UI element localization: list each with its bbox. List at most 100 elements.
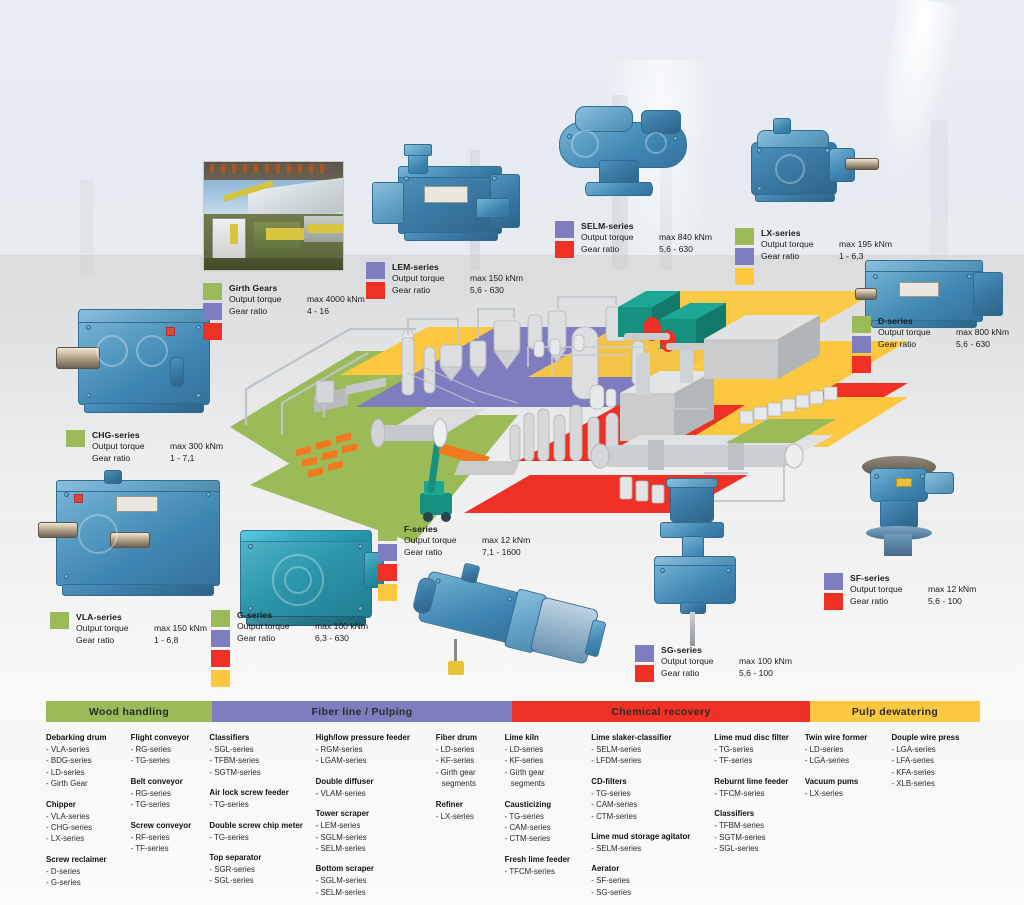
- table-column: Lime slaker-classifier- SELM-series- LFD…: [591, 732, 714, 905]
- table-group-item: - SGLM-series: [315, 876, 367, 886]
- table-group-item: - D-series: [46, 866, 81, 876]
- callout-swatches: [66, 430, 85, 450]
- table-group-item: - TG-series: [714, 745, 754, 754]
- product-photo-lem: [364, 144, 524, 260]
- table-group: Tower scraper- LEM-series- SGLM-series- …: [316, 808, 436, 854]
- callout-swatches: [366, 262, 385, 302]
- table-group-item: - KFA-series: [891, 767, 935, 777]
- callout-ratio-label: Gear ratio: [229, 305, 268, 316]
- table-group: Lime mud disc filter- TG-series- TF-seri…: [714, 732, 805, 767]
- table-group-item: - SGL-series: [209, 745, 254, 754]
- table-group-item: - RG-series: [130, 788, 171, 798]
- callout-title: G-series: [237, 610, 273, 620]
- color-swatch-green: [852, 316, 871, 333]
- table-group-item: - CHG-series: [46, 823, 93, 833]
- color-swatch-green: [211, 610, 230, 627]
- table-group-item: - TG-series: [130, 800, 170, 810]
- table-group-item: - LX-series: [435, 811, 474, 821]
- table-group-item: - RF-series: [130, 832, 170, 842]
- table-group: Bottom scraper- SGLM-series- SELM-series: [316, 863, 436, 898]
- callout-torque-label: Output torque: [237, 621, 290, 631]
- table-header-fiber-line-pulping: Fiber line / Pulping: [212, 701, 512, 722]
- table-group: CD-filters- TG-series- CAM-series- CTM-s…: [591, 776, 714, 822]
- color-swatch-green: [50, 612, 69, 629]
- callout-torque-label: Output torque: [850, 584, 903, 594]
- callout-swatches: [555, 221, 574, 261]
- table-group: Lime mud storage agitator- SELM-series: [591, 831, 714, 854]
- callout-torque-label: Output torque: [761, 239, 814, 249]
- callout-torque-label: Output torque: [229, 294, 282, 304]
- table-group-item: - CAM-series: [591, 800, 638, 810]
- table-group: Vacuum pums- LX-series: [805, 776, 892, 799]
- table-group: Causticizing- TG-series- CAM-series- CTM…: [505, 799, 592, 845]
- table-group: Fiber drum- LD-series- KF-series- Girth …: [436, 732, 505, 790]
- callout-ratio-label: Gear ratio: [404, 546, 443, 557]
- table-group-item: - LD-series: [504, 745, 544, 754]
- color-swatch-red: [366, 282, 385, 299]
- callout-swatches: [203, 283, 222, 343]
- callout-ratio-value: 6,3 - 630: [315, 632, 349, 643]
- table-group-item: - TFCM-series: [714, 788, 765, 798]
- callout-title: LX-series: [761, 228, 801, 238]
- color-swatch-green: [203, 283, 222, 300]
- table-group-heading: Top separator: [209, 853, 262, 863]
- callout-title: VLA-series: [76, 612, 122, 622]
- callout-title: LEM-series: [392, 262, 439, 272]
- table-group: Classifiers- SGL-series- TFBM-series- SG…: [209, 732, 315, 778]
- table-group-heading: Lime kiln: [504, 733, 539, 742]
- callout-swatches: [852, 316, 871, 376]
- table-column: Lime mud disc filter- TG-series- TF-seri…: [714, 732, 805, 905]
- callout-torque-row: Output torque max 195 kNm: [761, 239, 892, 251]
- table-group: Chipper- VLA-series- CHG-series- LX-seri…: [46, 799, 131, 845]
- color-swatch-purple: [824, 573, 843, 590]
- table-group: Classifiers- TFBM-series- SGTM-series- S…: [714, 808, 805, 854]
- table-group-item: - SGR-series: [209, 865, 255, 875]
- callout-torque-value: max 150 kNm: [470, 273, 524, 283]
- table-header-wood-handling: Wood handling: [46, 701, 212, 722]
- table-group-item: - RG-series: [130, 745, 171, 754]
- table-header-chemical-recovery: Chemical recovery: [512, 701, 810, 722]
- table-header-pulp-dewatering: Pulp dewatering: [810, 701, 980, 722]
- callout-ratio-label: Gear ratio: [850, 595, 889, 606]
- product-photo-lx: [735, 118, 879, 218]
- table-group: Belt conveyor- RG-series- TG-series: [131, 776, 210, 811]
- table-group-item: - SGTM-series: [714, 832, 766, 842]
- table-column: High/low pressure feeder- RGM-series- LG…: [316, 732, 436, 905]
- callout-torque-value: max 840 kNm: [659, 232, 713, 242]
- table-group-heading: Screw conveyor: [130, 820, 192, 830]
- table-group-heading: CD-filters: [591, 776, 627, 786]
- table-group-item: - G-series: [46, 878, 81, 888]
- callout-torque-value: max 195 kNm: [839, 239, 893, 249]
- product-photo-d: [855, 248, 1010, 340]
- table-group-item: - LGA-series: [804, 756, 850, 766]
- callout-title: SG-series: [661, 645, 703, 655]
- table-group-item: - TG-series: [209, 832, 249, 842]
- callout-swatches: [635, 645, 654, 685]
- table-group-item: - LX-series: [804, 788, 843, 798]
- callout-swatches: [735, 228, 754, 288]
- callout-torque-value: max 150 kNm: [154, 623, 208, 633]
- table-group-item: - SGL-series: [714, 844, 759, 854]
- callout-torque-label: Output torque: [92, 441, 145, 451]
- product-photo-g: [228, 522, 388, 642]
